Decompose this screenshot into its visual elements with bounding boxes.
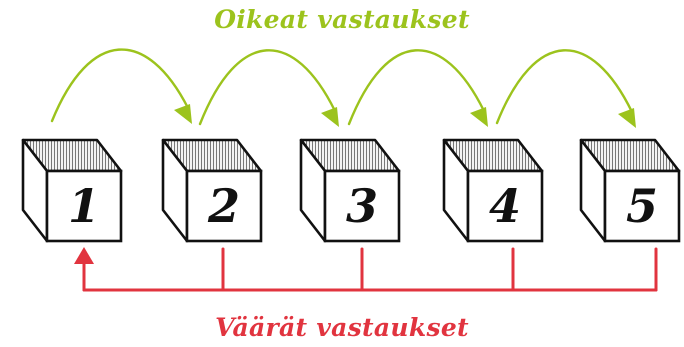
box-1-number: 1 [68,179,100,233]
box-4-number: 4 [489,179,521,233]
box-5-front [603,169,681,243]
correct-arrow-1 [50,48,192,124]
box-3-number: 3 [346,179,378,233]
correct-arrow-3 [347,49,488,127]
box-2-number: 2 [207,179,240,233]
wrong-return-arrowhead [74,247,94,264]
box-4-front [466,169,544,243]
box-3: 3 [299,138,401,243]
correct-arrow-2 [198,49,339,127]
correct-arrow-4 [495,49,636,128]
box-3-front [323,169,401,243]
box-4: 4 [442,138,544,243]
correct-arrows [50,48,636,128]
wrong-return-line [74,247,658,292]
box-2: 2 [161,138,263,243]
boxes-group: 1 2 3 4 5 [21,138,681,243]
box-1-front [45,169,123,243]
box-1: 1 [21,138,123,243]
wrong-answers-title: Väärät vastaukset [215,313,469,342]
correct-answers-title: Oikeat vastaukset [214,5,470,34]
box-5-number: 5 [626,179,658,233]
box-2-front [185,169,263,243]
box-5: 5 [579,138,681,243]
